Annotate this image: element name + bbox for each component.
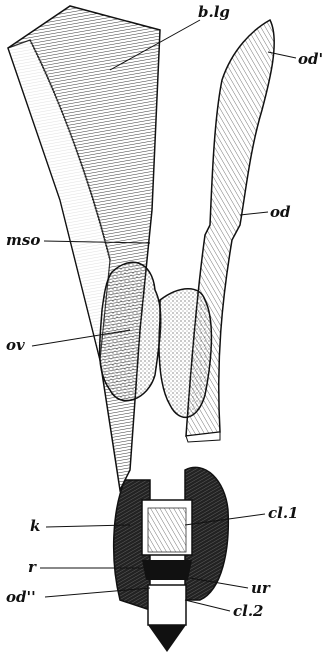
label-cl2: cl.2 [233, 604, 264, 619]
label-r: r [28, 560, 36, 575]
label-mso: mso [6, 233, 40, 248]
ovary-left [100, 262, 161, 400]
label-ur: ur [251, 581, 270, 596]
label-od-prime: od' [298, 52, 323, 67]
label-k: k [30, 519, 40, 534]
label-od: od [270, 205, 291, 220]
label-od-double-prime: od'' [6, 590, 36, 605]
label-cl1: cl.1 [268, 506, 299, 521]
ovary-right [159, 289, 211, 418]
label-ov: ov [6, 338, 25, 353]
label-b-lg: b.lg [198, 5, 230, 20]
cloaca [142, 500, 192, 652]
